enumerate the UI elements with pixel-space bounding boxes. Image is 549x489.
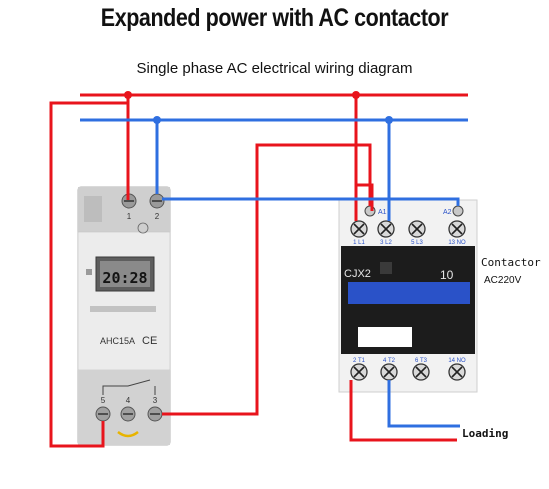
- neutral-wires: [80, 118, 468, 428]
- contactor-voltage-label: AC220V: [484, 275, 522, 286]
- contactor-blue-band: [348, 282, 470, 304]
- top-terminal-label: 5 L3: [411, 240, 423, 246]
- timer-switch: 20:28 AHC15A CE 1 2 5 4 3: [77, 186, 171, 446]
- contactor-model: CJX2: [344, 268, 371, 280]
- neutral-junction: [385, 116, 393, 124]
- neutral-junction: [153, 116, 161, 124]
- timer-bottom-terminal-label: 4: [126, 396, 131, 405]
- top-terminal-label: 13 NO: [448, 240, 466, 246]
- live-junction: [352, 91, 360, 99]
- live-wires: [49, 93, 468, 448]
- live-junction: [124, 91, 132, 99]
- timer-bottom-terminal-label: 3: [153, 396, 158, 405]
- timer-top-terminal-label: 1: [127, 212, 132, 221]
- contactor-rating: 10: [440, 268, 454, 282]
- load-label: Loading: [462, 427, 509, 440]
- timer-ce-mark: CE: [142, 335, 157, 347]
- timer-display-text: 20:28: [102, 269, 147, 287]
- top-terminal-label: 3 L2: [380, 240, 392, 246]
- diagram-subtitle: Single phase AC electrical wiring diagra…: [136, 60, 413, 77]
- coil-label-a2: A2: [443, 209, 452, 216]
- contactor-top-terminals: [350, 220, 466, 238]
- top-terminal-label: 1 L1: [353, 240, 365, 246]
- contactor-label-plate: [358, 327, 412, 347]
- bottom-terminal-label: 14 NO: [448, 358, 466, 364]
- bottom-terminal-label: 2 T1: [353, 358, 366, 364]
- ac-contactor: CJX2 10 A1 A2 1 L1 3 L2 5 L3 13 NO 2 T1 …: [338, 199, 478, 393]
- contactor-side-label: Contactor: [481, 256, 541, 269]
- timer-bottom-terminal-label: 5: [101, 396, 106, 405]
- coil-label-a1: A1: [378, 209, 387, 216]
- diagram-title: Expanded power with AC contactor: [100, 4, 449, 32]
- coil-terminal-a2-icon: [452, 205, 464, 217]
- contactor-bottom-terminals: [350, 363, 466, 381]
- bottom-terminal-label: 6 T3: [415, 358, 428, 364]
- timer-model: AHC15A: [100, 336, 135, 346]
- bottom-terminal-label: 4 T2: [383, 358, 396, 364]
- timer-top-terminal-label: 2: [155, 212, 160, 221]
